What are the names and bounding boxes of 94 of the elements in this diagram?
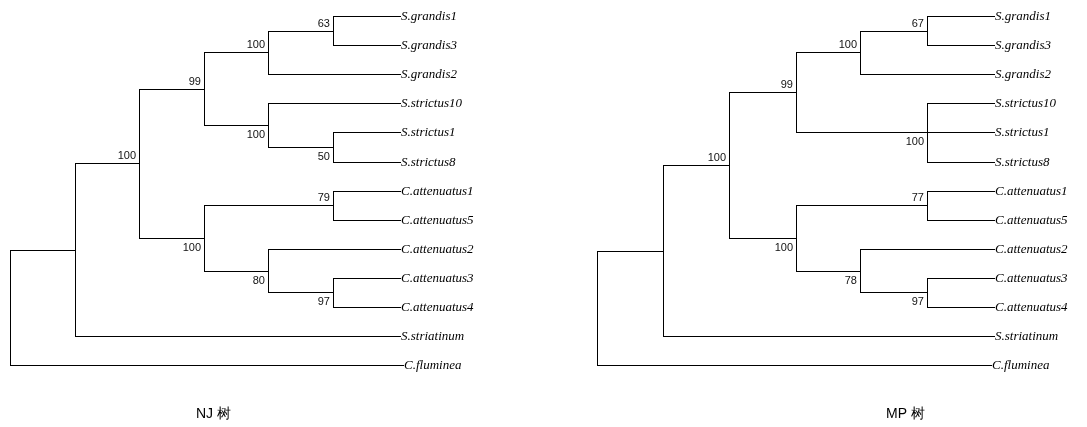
tree-branch xyxy=(927,278,996,279)
taxon-label: S.grandis3 xyxy=(401,37,457,54)
bootstrap-value: 100 xyxy=(181,240,201,253)
tree-branch xyxy=(204,205,334,206)
bootstrap-value: 99 xyxy=(779,78,793,91)
tree-branch xyxy=(10,250,76,251)
tree-branch xyxy=(927,132,996,133)
taxon-label: C.fluminea xyxy=(404,357,462,374)
tree-branch xyxy=(597,251,664,252)
tree-branch xyxy=(333,307,402,308)
bootstrap-value: 79 xyxy=(316,191,330,204)
tree-caption: MP 树 xyxy=(886,405,925,421)
tree-branch xyxy=(927,16,996,17)
tree-branch xyxy=(597,365,993,366)
tree-branch xyxy=(860,249,996,250)
bootstrap-value: 100 xyxy=(773,240,793,253)
taxon-label: C.attenuatus3 xyxy=(401,269,474,286)
tree-branch xyxy=(139,238,205,239)
taxon-label: C.fluminea xyxy=(992,357,1050,374)
tree-branch xyxy=(333,45,402,46)
tree-branch xyxy=(333,162,402,163)
taxon-label: S.strictus10 xyxy=(995,95,1057,112)
tree-branch xyxy=(729,92,797,93)
tree-branch xyxy=(927,307,996,308)
bootstrap-value: 97 xyxy=(316,295,330,308)
tree-branch xyxy=(927,162,996,163)
taxon-label: C.attenuatus2 xyxy=(401,240,474,257)
taxon-label: C.attenuatus5 xyxy=(995,211,1068,228)
tree-branch xyxy=(333,191,402,192)
bootstrap-value: 50 xyxy=(316,149,330,162)
tree-branch xyxy=(333,132,402,133)
taxon-label: S.strictus1 xyxy=(995,124,1050,141)
bootstrap-value: 99 xyxy=(187,74,201,87)
bootstrap-value: 77 xyxy=(910,191,924,204)
taxon-label: C.attenuatus1 xyxy=(995,182,1068,199)
tree-branch xyxy=(796,271,861,272)
bootstrap-value: 100 xyxy=(245,128,265,141)
bootstrap-value: 97 xyxy=(910,295,924,308)
taxon-label: S.grandis2 xyxy=(995,66,1051,83)
tree-branch xyxy=(927,220,996,221)
bootstrap-value: 100 xyxy=(116,149,136,162)
tree-branch xyxy=(204,125,269,126)
bootstrap-value: 100 xyxy=(904,135,924,148)
tree-branch xyxy=(204,52,269,53)
tree-branch xyxy=(268,249,402,250)
tree-branch xyxy=(729,238,797,239)
taxon-label: C.attenuatus3 xyxy=(995,269,1068,286)
tree-branch xyxy=(75,163,140,164)
tree-branch xyxy=(268,292,334,293)
tree-branch xyxy=(10,365,405,366)
taxon-label: S.strictus8 xyxy=(401,153,456,170)
bootstrap-value: 78 xyxy=(843,273,857,286)
taxon-label: S.striatinum xyxy=(995,328,1059,345)
tree-branch xyxy=(927,191,996,192)
tree-branch xyxy=(268,74,402,75)
taxon-label: C.attenuatus2 xyxy=(995,240,1068,257)
taxon-label: S.grandis1 xyxy=(995,8,1051,24)
taxon-label: S.strictus8 xyxy=(995,153,1050,170)
tree-branch xyxy=(860,31,928,32)
taxon-label: C.attenuatus4 xyxy=(995,299,1068,315)
tree-branch xyxy=(927,103,996,104)
tree-branch xyxy=(663,336,996,337)
tree-branch xyxy=(75,336,402,337)
bootstrap-value: 100 xyxy=(837,38,857,51)
tree-branch xyxy=(204,271,269,272)
bootstrap-value: 100 xyxy=(706,151,726,164)
tree-branch xyxy=(860,292,928,293)
taxon-label: S.grandis1 xyxy=(401,8,457,24)
tree-branch xyxy=(268,31,334,32)
tree-branch xyxy=(927,45,996,46)
taxon-label: S.striatinum xyxy=(401,328,465,345)
taxon-label: C.attenuatus5 xyxy=(401,211,474,228)
bootstrap-value: 80 xyxy=(251,273,265,286)
tree-branch xyxy=(796,132,928,133)
bootstrap-value: 63 xyxy=(316,16,330,29)
taxon-label: S.grandis2 xyxy=(401,66,457,83)
tree-branch xyxy=(663,165,730,166)
tree-branch xyxy=(796,52,861,53)
bootstrap-value: 100 xyxy=(245,38,265,51)
taxon-label: S.strictus10 xyxy=(401,95,463,112)
tree-branch xyxy=(333,278,402,279)
taxon-label: C.attenuatus1 xyxy=(401,182,474,199)
tree-branch xyxy=(268,103,402,104)
tree-branch xyxy=(796,205,928,206)
tree-caption: NJ 树 xyxy=(196,405,231,421)
tree-branch xyxy=(860,74,996,75)
tree-branch xyxy=(268,147,334,148)
tree-branch xyxy=(139,89,205,90)
taxon-label: C.attenuatus4 xyxy=(401,299,474,315)
tree-branch xyxy=(333,16,402,17)
taxon-label: S.grandis3 xyxy=(995,37,1051,54)
tree-branch xyxy=(333,220,402,221)
taxon-label: S.strictus1 xyxy=(401,124,456,141)
bootstrap-value: 67 xyxy=(910,16,924,29)
